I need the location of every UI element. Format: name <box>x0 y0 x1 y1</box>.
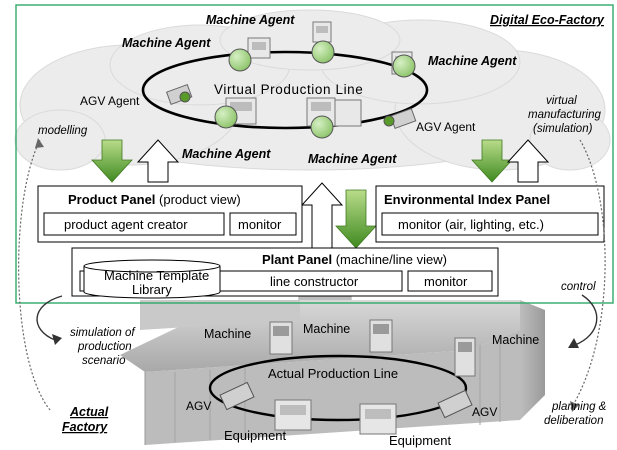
library-label: Machine Template <box>104 268 209 283</box>
virtual-line-loop <box>141 50 429 130</box>
machine-icon <box>269 321 293 355</box>
arrow-control <box>574 294 598 346</box>
plant-panel: Plant Panel (machine/line view) line con… <box>71 247 499 297</box>
arrowhead <box>35 138 44 148</box>
factory-building <box>120 250 545 445</box>
library-label: Library <box>132 282 172 297</box>
virtual-line-label: Virtual Production Line <box>214 82 363 97</box>
equipment-icon <box>359 403 397 435</box>
machine-agent-node <box>311 40 335 64</box>
product-agent-creator-box <box>43 212 225 236</box>
dashed-arrow-virtual-manufacturing <box>569 139 606 411</box>
machine-agent-label: Machine Agent <box>308 152 397 166</box>
equipment-icon <box>274 399 312 431</box>
env-panel-title: Environmental Index Panel <box>384 192 550 207</box>
actual-line-label: Actual Production Line <box>268 366 398 381</box>
machine-icon <box>312 21 332 43</box>
product-agent-creator-label: product agent creator <box>64 217 188 232</box>
arrow-up-env <box>506 139 550 183</box>
planning-label: deliberation <box>544 415 603 427</box>
arrowhead <box>568 338 579 348</box>
plant-monitor-label: monitor <box>424 274 468 289</box>
machine-icon <box>369 319 393 353</box>
actual-factory-label: Actual <box>69 405 109 419</box>
agv-agent-node <box>383 115 395 127</box>
machine-icon <box>247 37 271 59</box>
machine-agent-label: Machine Agent <box>122 36 211 50</box>
env-monitor-box <box>381 212 599 236</box>
modelling-label: modelling <box>38 125 88 137</box>
product-monitor-box <box>229 212 297 236</box>
plant-monitor-box <box>407 270 493 292</box>
agv-agent-node <box>179 91 191 103</box>
machine-label: Machine <box>303 322 350 336</box>
arrowhead <box>52 334 62 345</box>
equipment-label: Equipment <box>389 433 452 448</box>
virtual-manufacturing-label: manufacturing <box>528 109 601 121</box>
virtual-manufacturing-label: (simulation) <box>533 123 593 135</box>
agv-agent-label: AGV Agent <box>80 94 140 108</box>
agv-label: AGV <box>472 405 497 419</box>
machine-label: Machine <box>204 327 251 341</box>
machine-agent-node <box>310 115 334 139</box>
control-label: control <box>561 281 596 293</box>
actual-line-loop <box>208 354 468 422</box>
machine-agent-node <box>392 54 416 78</box>
agv-icon <box>219 381 255 411</box>
product-panel-title: Product Panel (product view) <box>68 192 241 207</box>
plant-panel-title: Plant Panel (machine/line view) <box>262 252 447 267</box>
dashed-arrow-modelling <box>18 139 51 411</box>
machine-agent-node <box>214 105 238 129</box>
machine-agent-label: Machine Agent <box>428 54 517 68</box>
product-monitor-label: monitor <box>238 217 282 232</box>
product-panel: Product Panel (product view) product age… <box>37 185 303 243</box>
arrow-down-env <box>471 139 513 183</box>
simulation-label: simulation of <box>70 327 136 339</box>
machine-template-library: Machine Template Library <box>83 259 221 299</box>
env-panel: Environmental Index Panel monitor (air, … <box>375 185 605 243</box>
arrow-down-modelling <box>91 139 133 183</box>
virtual-manufacturing-label: virtual <box>546 95 577 107</box>
machine-agent-label: Machine Agent <box>206 13 295 27</box>
machine-agent-node <box>228 48 252 72</box>
equipment-label: Equipment <box>224 428 287 443</box>
arrowhead <box>570 401 579 412</box>
env-monitor-label: monitor (air, lighting, etc.) <box>398 217 544 232</box>
actual-factory-label: Factory <box>62 420 108 434</box>
simulation-label: production <box>77 341 132 353</box>
machine-label: Machine <box>492 333 539 347</box>
arrow-up-plant <box>300 182 344 249</box>
machine-agent-label: Machine Agent <box>182 147 271 161</box>
planning-label: planning & <box>551 401 607 413</box>
agv-label: AGV <box>186 399 211 413</box>
actual-machines <box>219 319 476 435</box>
digital-title: Digital Eco-Factory <box>490 13 605 27</box>
agv-icon <box>437 389 473 419</box>
arrow-down-plant <box>335 189 377 249</box>
machine-icon <box>334 99 362 127</box>
arrow-up-product <box>136 139 180 183</box>
agv-agent-label: AGV Agent <box>416 120 476 134</box>
line-constructor-label: line constructor <box>270 274 359 289</box>
simulation-label: scenario <box>82 355 126 367</box>
digital-frame <box>15 4 614 304</box>
machine-icon <box>454 337 476 377</box>
arrow-simulation <box>36 295 63 341</box>
agent-nodes <box>179 40 416 139</box>
